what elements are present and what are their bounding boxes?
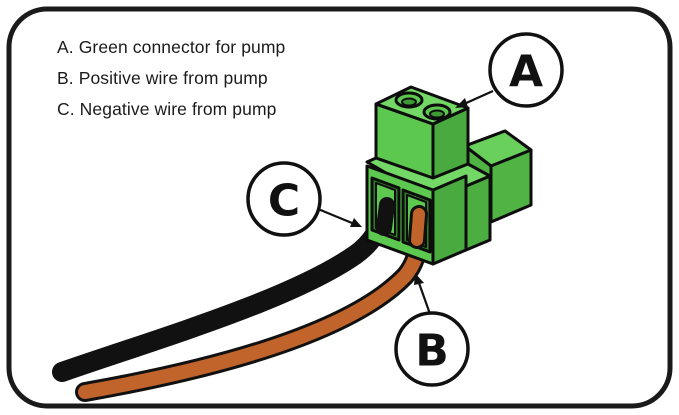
legend-item-a: A. Green connector for pump <box>57 37 286 57</box>
callout-c: C <box>246 161 322 237</box>
frame-border <box>6 6 673 409</box>
callout-a-circle <box>488 32 564 108</box>
callout-b-label: B <box>415 326 449 377</box>
callout-a: A <box>488 32 564 108</box>
callout-b: B <box>394 311 470 387</box>
callout-c-label: C <box>268 176 300 227</box>
legend: A. Green connector for pump B. Positive … <box>57 36 285 129</box>
callout-arrows <box>317 89 494 315</box>
callout-c-circle <box>246 161 322 237</box>
legend-item-b: B. Positive wire from pump <box>57 68 268 88</box>
callout-a-label: A <box>509 47 543 98</box>
callout-b-circle <box>394 311 470 387</box>
wire-ends <box>376 197 428 249</box>
legend-item-c: C. Negative wire from pump <box>57 99 277 119</box>
